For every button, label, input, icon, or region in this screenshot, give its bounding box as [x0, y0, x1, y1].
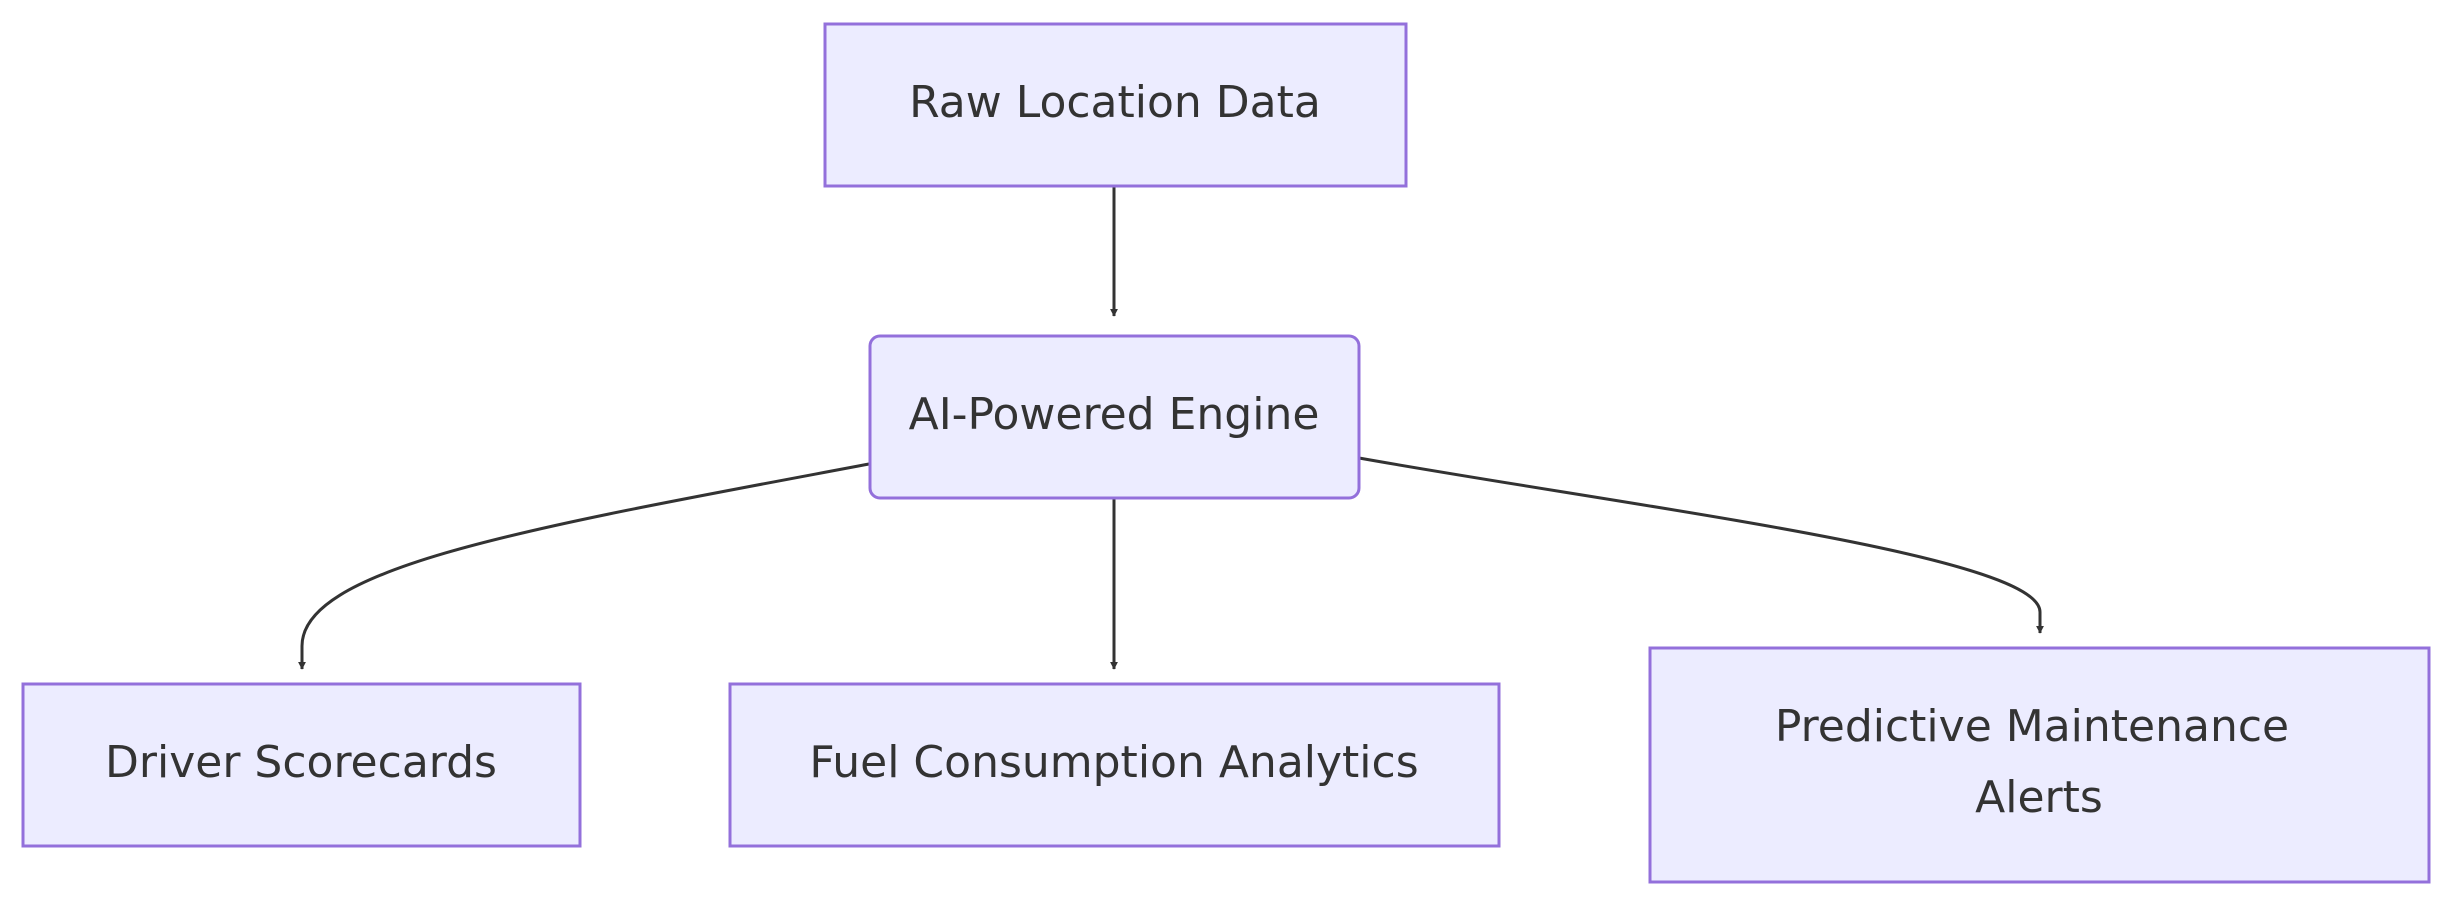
node-raw-location-data-label: Raw Location Data	[909, 77, 1321, 128]
edge-engine-to-maintenance-alerts	[1358, 456, 2044, 634]
node-fuel-consumption-analytics-box	[728, 682, 1501, 848]
node-fuel-consumption-analytics[interactable]: Fuel Consumption Analytics	[728, 682, 1501, 848]
node-ai-powered-engine-box	[868, 334, 1361, 500]
node-ai-powered-engine-label: AI-Powered Engine	[909, 389, 1320, 440]
node-predictive-maintenance-alerts-box	[1648, 646, 2431, 884]
node-fuel-consumption-analytics-label: Fuel Consumption Analytics	[809, 737, 1418, 788]
node-driver-scorecards[interactable]: Driver Scorecards	[21, 682, 582, 848]
edge-engine-to-driver-scorecards	[298, 462, 870, 670]
edges	[298, 186, 2044, 670]
node-driver-scorecards-box	[21, 682, 582, 848]
node-ai-powered-engine[interactable]: AI-Powered Engine	[868, 334, 1361, 500]
node-predictive-maintenance-alerts[interactable]: Predictive Maintenance Alerts	[1648, 646, 2431, 884]
node-predictive-maintenance-alerts-label-line-1: Predictive Maintenance	[1775, 701, 2289, 752]
node-raw-location-data[interactable]: Raw Location Data	[823, 22, 1408, 188]
node-predictive-maintenance-alerts-label-line-2: Alerts	[1975, 772, 2103, 823]
node-driver-scorecards-label: Driver Scorecards	[105, 737, 497, 788]
node-raw-location-data-box	[823, 22, 1408, 188]
